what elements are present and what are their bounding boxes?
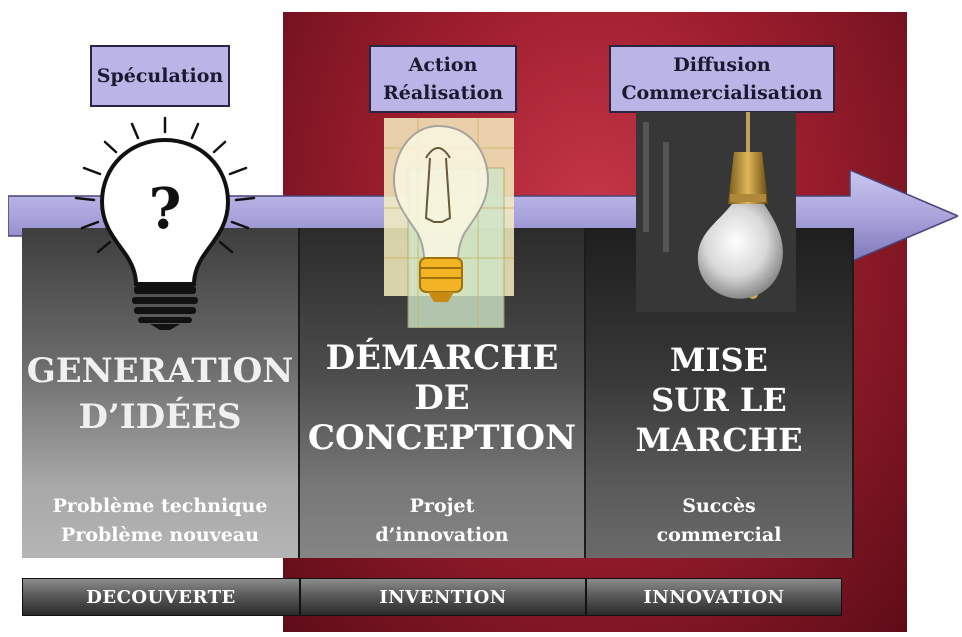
column-title-line: SUR LE [651,381,787,419]
column-title-line: D’IDÉES [78,397,242,437]
column-mise-sur-le-marche: MISE SUR LE MARCHE Succès commercial [586,228,854,558]
phase-label-line: Action [408,54,478,76]
phase-label-line: Commercialisation [621,82,823,104]
phase-label-speculation: Spéculation [90,45,230,107]
stage-bar-innovation: INNOVATION [586,578,842,616]
column-title-line: DÉMARCHE [325,338,559,378]
phase-label-line: Réalisation [382,82,504,104]
column-title-line: MISE [670,341,768,379]
column-subtitle: Succès commercial [586,492,852,550]
lightbulb-blueprint-icon [384,118,514,328]
column-title-line: DE [414,378,470,418]
column-subtitle: Projet d’innovation [300,492,584,550]
column-subtitle-line: Problème nouveau [61,524,259,546]
column-title-line: MARCHE [635,421,803,459]
phase-label-diffusion: Diffusion Commercialisation [609,45,835,113]
column-subtitle: Problème technique Problème nouveau [22,492,298,550]
question-mark: ? [149,176,182,242]
hanging-lightbulb-icon [636,112,796,312]
stage-label: INVENTION [379,586,507,608]
column-subtitle-line: Projet [409,495,475,517]
stage-bar-invention: INVENTION [300,578,586,616]
stage-label: INNOVATION [643,586,785,608]
column-title: DÉMARCHE DE CONCEPTION [300,338,584,458]
column-subtitle-line: Problème technique [52,495,268,517]
phase-label-action: Action Réalisation [369,45,517,113]
column-title-line: GENERATION [26,351,294,391]
column-subtitle-line: Succès [682,495,756,517]
lightbulb-question-icon: ? [74,116,256,330]
column-subtitle-line: d’innovation [375,524,509,546]
column-title: GENERATION D’IDÉES [22,348,298,440]
stage-bar-decouverte: DECOUVERTE [22,578,300,616]
phase-label-line: Diffusion [673,54,771,76]
column-title: MISE SUR LE MARCHE [586,340,852,460]
stage-label: DECOUVERTE [86,586,236,608]
column-title-line: CONCEPTION [307,418,577,458]
phase-label-line: Spéculation [96,65,224,87]
column-subtitle-line: commercial [656,524,782,546]
